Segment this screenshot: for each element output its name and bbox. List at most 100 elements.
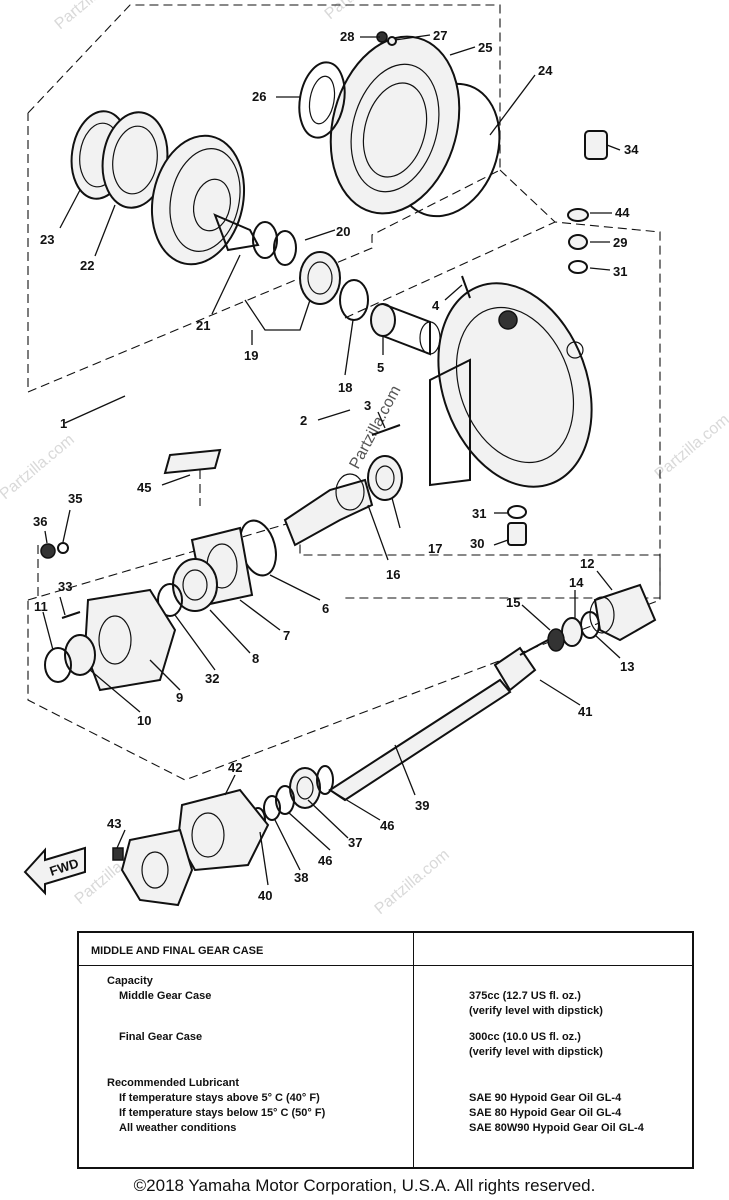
parts-diagram: Partzilla.com Partzilla.com Partzilla.co…: [0, 0, 729, 918]
coupling-12: [589, 583, 657, 642]
callout-34: 34: [624, 142, 639, 157]
oil-seal-26: [298, 61, 346, 139]
final-gear-case-label: Final Gear Case: [119, 1031, 203, 1043]
spring-seat-14: [561, 617, 583, 647]
callout-14: 14: [569, 575, 584, 590]
watermark-text: Partzilla.com: [372, 846, 453, 918]
table-title: MIDDLE AND FINAL GEAR CASE: [91, 945, 264, 957]
fwd-arrow-icon: FWD: [23, 846, 86, 896]
watermark-text: Partzilla.com: [52, 0, 133, 33]
collar-5: [370, 303, 441, 356]
table-divider: [413, 933, 414, 1167]
callout-38: 38: [294, 870, 308, 885]
callout-21: 21: [196, 318, 210, 333]
callout-31-top: 31: [613, 264, 627, 279]
washer-29: [568, 234, 588, 250]
callout-10: 10: [137, 713, 151, 728]
gear-case-cover-25: [329, 35, 461, 215]
circlip-38: [263, 795, 281, 821]
washer-35: [57, 542, 69, 554]
specification-table: MIDDLE AND FINAL GEAR CASE Capacity Midd…: [77, 931, 694, 1169]
callout-36: 36: [33, 514, 47, 529]
callout-8: 8: [252, 651, 259, 666]
final-gear-case-note: (verify level with dipstick): [469, 1046, 603, 1058]
lubricant-condition-3: All weather conditions: [119, 1122, 237, 1134]
callout-13: 13: [620, 659, 634, 674]
callout-22: 22: [80, 258, 94, 273]
callout-40: 40: [258, 888, 272, 903]
label-plate-45: [163, 448, 222, 475]
callout-28: 28: [340, 29, 354, 44]
cap-34: [584, 130, 608, 160]
bearing-20: [299, 251, 341, 305]
callout-24: 24: [538, 63, 553, 78]
lubricant-oil-2: SAE 80 Hypoid Gear Oil GL-4: [469, 1107, 622, 1119]
circlip-15: [547, 628, 565, 652]
callout-27: 27: [433, 28, 447, 43]
nut-36: [40, 543, 56, 559]
copyright-notice: ©2018 Yamaha Motor Corporation, U.S.A. A…: [133, 1176, 596, 1195]
callout-20: 20: [336, 224, 350, 239]
washer-31-bottom: [507, 505, 527, 519]
nut-11: [44, 647, 72, 683]
oil-seal-18: [339, 279, 369, 321]
callout-numbers: 1 2 3 4 5 6 7 8 9 10 11 12 13 14 15 16 1…: [33, 28, 639, 903]
yoke-flange: [120, 828, 194, 907]
watermark-text: Partzilla.com: [652, 411, 729, 483]
washer-27: [387, 36, 397, 46]
final-gear-case-body: [429, 282, 593, 488]
callout-7: 7: [283, 628, 290, 643]
callout-16: 16: [386, 567, 400, 582]
bolt-33: [61, 611, 81, 619]
callout-31-bottom: 31: [472, 506, 486, 521]
callout-32: 32: [205, 671, 219, 686]
callout-2: 2: [300, 413, 307, 428]
shim-46b: [275, 785, 295, 815]
lubricant-label: Recommended Lubricant: [107, 1077, 240, 1089]
drain-bolt-30: [507, 522, 527, 546]
callout-15: 15: [506, 595, 520, 610]
drive-shaft-39: [328, 639, 549, 802]
callout-1: 1: [60, 416, 67, 431]
bearing-37: [289, 767, 321, 809]
callout-11: 11: [34, 599, 48, 614]
bearing-housing-9: [83, 588, 177, 692]
capacity-label: Capacity: [107, 975, 153, 987]
callout-46a: 46: [380, 818, 394, 833]
callout-44: 44: [615, 205, 630, 220]
table-header-rule: [79, 965, 692, 966]
assembly-outlines: [27, 4, 661, 781]
bearing-housing-42: [176, 788, 270, 872]
shim-19a: [252, 221, 278, 259]
dowel-3: [371, 424, 401, 436]
callout-35: 35: [68, 491, 82, 506]
shim-46: [316, 765, 334, 795]
washer-31-top: [568, 260, 588, 274]
shim-19b: [273, 230, 297, 266]
leader-lines: [42, 34, 621, 886]
bearing-8: [172, 558, 218, 612]
callout-42: 42: [228, 760, 242, 775]
callout-12: 12: [580, 556, 594, 571]
callout-37: 37: [348, 835, 362, 850]
callout-39: 39: [415, 798, 429, 813]
lubricant-oil-1: SAE 90 Hypoid Gear Oil GL-4: [469, 1092, 622, 1104]
callout-43: 43: [107, 816, 121, 831]
callout-25: 25: [478, 40, 492, 55]
watermark-text: Partzilla.com: [322, 0, 403, 23]
middle-gear-case-label: Middle Gear Case: [119, 990, 212, 1002]
bolt-44: [567, 208, 589, 222]
callout-3: 3: [364, 398, 371, 413]
ring-gear-21: [150, 134, 260, 266]
callout-23: 23: [40, 232, 54, 247]
lubricant-condition-2: If temperature stays below 15° C (50° F): [119, 1107, 326, 1119]
callout-46b: 46: [318, 853, 332, 868]
watermark-text: Partzilla.com: [0, 431, 78, 503]
callout-45: 45: [137, 480, 151, 495]
middle-gear-case-note: (verify level with dipstick): [469, 1005, 603, 1017]
callout-29: 29: [613, 235, 627, 250]
shim-32: [157, 583, 183, 617]
callout-5: 5: [377, 360, 384, 375]
callout-6: 6: [322, 601, 329, 616]
callout-4: 4: [432, 298, 440, 313]
